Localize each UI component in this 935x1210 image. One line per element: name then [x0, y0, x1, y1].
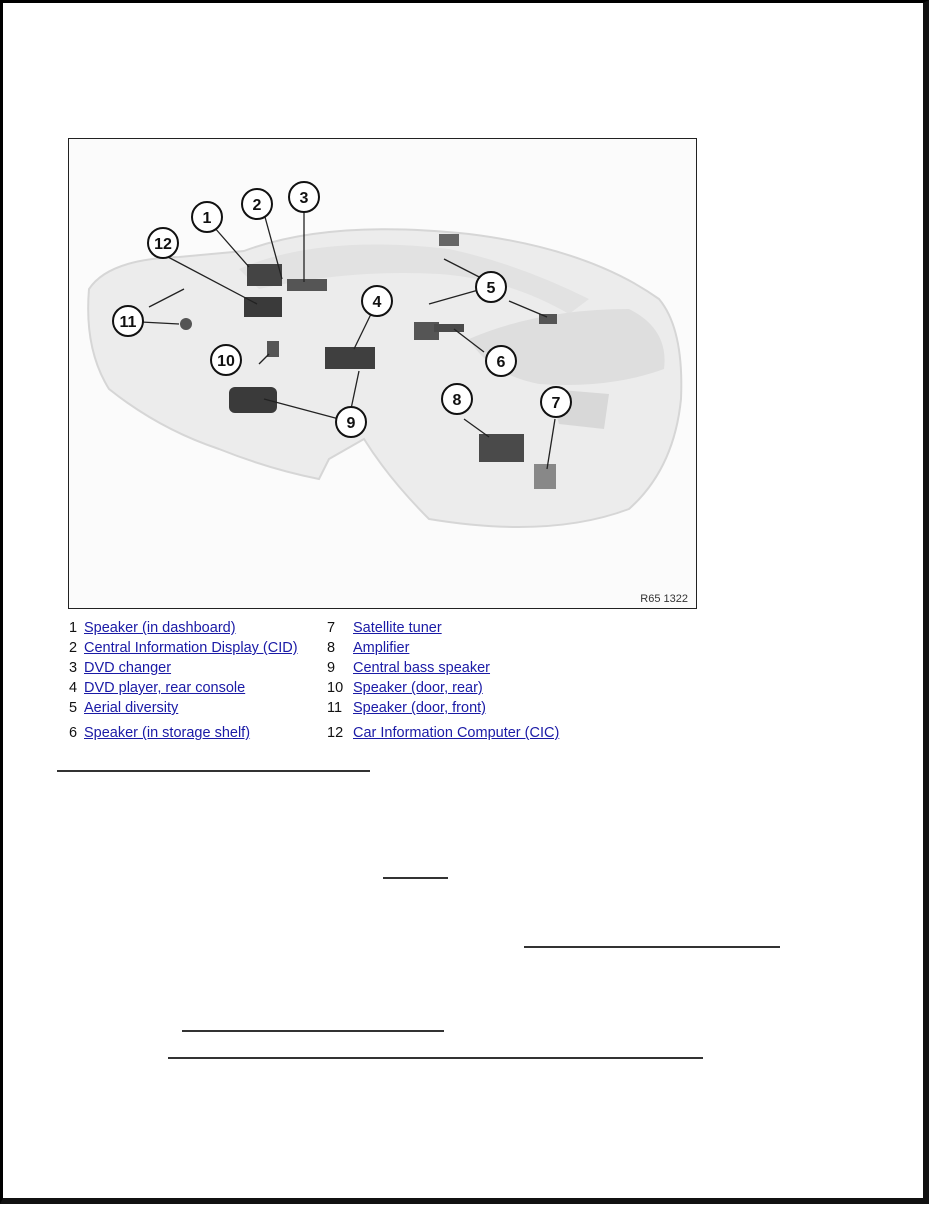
legend-item: 12 Car Information Computer (CIC): [327, 724, 559, 742]
legend-item: 6 Speaker (in storage shelf): [69, 724, 250, 742]
hidden-link-underline[interactable]: [168, 1057, 703, 1059]
callout-9: 9: [335, 406, 367, 438]
callout-11: 11: [112, 305, 144, 337]
legend-link[interactable]: Speaker (in storage shelf): [84, 725, 251, 741]
legend-number: 9: [327, 660, 336, 676]
svg-text:10: 10: [217, 353, 235, 370]
callout-5: 5: [475, 271, 507, 303]
legend-number: 11: [327, 700, 343, 716]
svg-text:5: 5: [487, 280, 496, 297]
svg-text:11: 11: [120, 314, 137, 331]
legend-number: 5: [69, 700, 78, 716]
callout-7: 7: [540, 386, 572, 418]
legend-item: 11 Speaker (door, front): [327, 699, 486, 717]
legend-link[interactable]: Speaker (door, rear): [353, 680, 483, 696]
legend-link[interactable]: DVD changer: [84, 660, 172, 676]
hidden-link-underline[interactable]: [524, 946, 780, 948]
callout-8: 8: [441, 383, 473, 415]
callout-2: 2: [241, 188, 273, 220]
legend-item: 3 DVD changer: [69, 659, 171, 677]
legend-item: 9 Central bass speaker: [327, 659, 490, 677]
legend-item: 2 Central Information Display (CID): [69, 639, 298, 657]
legend-link[interactable]: Speaker (door, front): [353, 700, 486, 716]
svg-text:2: 2: [253, 197, 262, 214]
callout-3: 3: [288, 181, 320, 213]
car-illustration: 1 2 3 12 11 10 4 9 5 6 8 7: [87, 181, 683, 528]
svg-text:4: 4: [373, 294, 382, 311]
legend-item: 4 DVD player, rear console: [69, 679, 245, 697]
legend-link[interactable]: Aerial diversity: [84, 700, 179, 716]
legend-number: 2: [69, 640, 78, 656]
legend-item: 10 Speaker (door, rear): [327, 679, 483, 697]
svg-text:1: 1: [203, 210, 212, 227]
legend-number: 8: [327, 640, 336, 656]
hidden-link-underline[interactable]: [383, 877, 448, 879]
legend-number: 1: [69, 620, 78, 636]
callout-1: 1: [191, 201, 223, 233]
svg-text:12: 12: [154, 236, 172, 253]
legend-number: 7: [327, 620, 336, 636]
svg-text:6: 6: [497, 354, 506, 371]
legend-link[interactable]: Speaker (in dashboard): [84, 620, 236, 636]
callout-10: 10: [210, 344, 242, 376]
legend-item: 1 Speaker (in dashboard): [69, 619, 236, 637]
legend-item: 7 Satellite tuner: [327, 619, 442, 637]
legend-link[interactable]: Car Information Computer (CIC): [353, 725, 560, 741]
legend-link[interactable]: Satellite tuner: [353, 620, 442, 636]
legend-number: 4: [69, 680, 78, 696]
svg-text:3: 3: [300, 190, 309, 207]
callout-12: 12: [147, 227, 179, 259]
legend-number: 10: [327, 680, 344, 696]
legend-number: 12: [327, 725, 344, 741]
callout-6: 6: [485, 345, 517, 377]
legend-link[interactable]: Amplifier: [353, 640, 410, 656]
legend-item: 8 Amplifier: [327, 639, 409, 657]
legend-link[interactable]: Central bass speaker: [353, 660, 491, 676]
legend-link[interactable]: DVD player, rear console: [84, 680, 246, 696]
hidden-link-underline[interactable]: [182, 1030, 444, 1032]
legend-link[interactable]: Central Information Display (CID): [84, 640, 298, 656]
legend-number: 6: [69, 725, 78, 741]
figure-code: R65 1322: [640, 593, 688, 605]
car-component-diagram: 1 2 3 12 11 10 4 9 5 6 8 7 R65 1322: [68, 138, 697, 609]
svg-text:7: 7: [552, 395, 561, 412]
callout-4: 4: [361, 285, 393, 317]
legend-number: 3: [69, 660, 78, 676]
svg-text:9: 9: [347, 415, 356, 432]
horizontal-rule: [57, 770, 370, 772]
svg-text:8: 8: [453, 392, 462, 409]
legend-item: 5 Aerial diversity: [69, 699, 178, 717]
